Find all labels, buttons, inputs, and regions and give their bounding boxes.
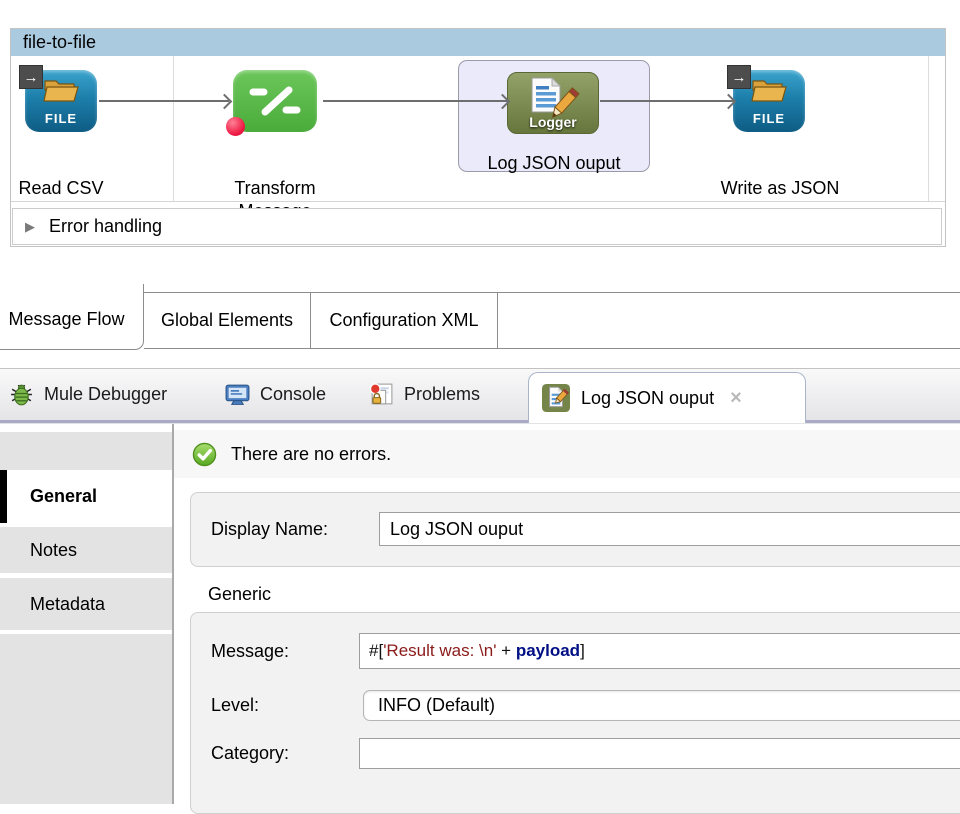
tab-console[interactable]: Console bbox=[224, 369, 326, 420]
logger-tab-icon bbox=[542, 384, 570, 412]
expression-open: #[ bbox=[369, 641, 384, 660]
tab-problems[interactable]: Problems bbox=[368, 369, 480, 420]
sidebar-item-label: Notes bbox=[30, 539, 78, 560]
error-handling-header[interactable]: ▶ Error handling bbox=[12, 208, 942, 245]
tab-label: Message Flow bbox=[8, 309, 125, 329]
read-csv-component[interactable]: → FILE bbox=[19, 65, 97, 132]
expand-triangle-icon: ▶ bbox=[25, 218, 35, 234]
check-icon bbox=[192, 442, 217, 466]
tab-mule-debugger[interactable]: Mule Debugger bbox=[8, 369, 167, 420]
tab-divider bbox=[310, 293, 311, 348]
sidebar-item-label: General bbox=[30, 486, 98, 506]
tab-label: Mule Debugger bbox=[44, 384, 168, 404]
logger-icon: Logger bbox=[507, 72, 599, 134]
tab-label: Global Elements bbox=[160, 310, 294, 330]
close-icon[interactable]: × bbox=[730, 386, 742, 409]
flow-title: file-to-file bbox=[23, 32, 97, 52]
sidebar-item-metadata[interactable]: Metadata bbox=[0, 578, 172, 630]
inbound-source-badge-icon: → bbox=[19, 65, 43, 89]
error-handling-label: Error handling bbox=[49, 216, 163, 236]
tab-divider bbox=[144, 292, 960, 293]
folder-icon bbox=[43, 80, 79, 102]
tab-global-elements[interactable]: Global Elements bbox=[144, 293, 310, 348]
transform-icon bbox=[249, 86, 301, 116]
badge-arrow-icon: → bbox=[731, 68, 747, 86]
breakpoint-dot-icon bbox=[226, 117, 245, 136]
logger-icon-label: Logger bbox=[529, 114, 577, 130]
tab-bar-underline bbox=[0, 420, 960, 423]
badge-arrow-icon: → bbox=[23, 68, 39, 86]
category-input[interactable] bbox=[359, 738, 960, 769]
tab-configuration-xml[interactable]: Configuration XML bbox=[311, 293, 497, 348]
view-tab-bar: Mule Debugger Console Problems bbox=[0, 368, 960, 424]
message-input[interactable]: #['Result was: \n' + payload] bbox=[359, 633, 960, 669]
display-name-value: Log JSON ouput bbox=[390, 518, 524, 539]
flow-title-bar[interactable]: file-to-file bbox=[11, 29, 945, 56]
console-icon bbox=[225, 384, 250, 405]
file-icon-label: FILE bbox=[752, 111, 786, 126]
logger-component-selected[interactable]: Logger Log JSON ouput bbox=[458, 60, 650, 173]
expression-string: 'Result was: \n' bbox=[383, 641, 497, 660]
display-name-groupbox: Display Name: Log JSON ouput bbox=[190, 492, 960, 567]
level-combobox[interactable]: INFO (Default) bbox=[363, 690, 960, 721]
tab-divider bbox=[497, 293, 498, 348]
tab-label: Console bbox=[260, 384, 327, 404]
message-label: Message: bbox=[211, 640, 290, 661]
folder-icon bbox=[751, 80, 787, 102]
level-value: INFO (Default) bbox=[378, 695, 496, 715]
sidebar-divider bbox=[172, 424, 174, 804]
lane-divider bbox=[173, 56, 174, 201]
flow-arrow bbox=[600, 100, 733, 102]
expression-payload: payload bbox=[515, 641, 581, 660]
tab-label: Log JSON ouput bbox=[581, 387, 715, 408]
file-icon-label: FILE bbox=[44, 111, 78, 126]
logger-doc-pencil-icon bbox=[531, 76, 580, 119]
flow-canvas[interactable]: → FILE Read CSV Transform Message bbox=[11, 56, 945, 221]
sidebar-filler bbox=[0, 432, 172, 470]
generic-section-title: Generic bbox=[208, 584, 272, 604]
lane-divider bbox=[928, 56, 929, 201]
bug-icon bbox=[11, 384, 32, 406]
properties-panel: General Notes Metadata There are no erro… bbox=[0, 424, 960, 814]
flow-arrow bbox=[323, 100, 507, 102]
sidebar-item-notes[interactable]: Notes bbox=[0, 527, 172, 573]
category-label: Category: bbox=[211, 743, 290, 763]
transform-message-component[interactable] bbox=[226, 70, 317, 136]
sidebar-filler bbox=[0, 634, 172, 804]
component-label-write-json: Write as JSON bbox=[720, 178, 840, 198]
sidebar-item-general[interactable]: General bbox=[0, 470, 172, 523]
problems-icon bbox=[369, 383, 393, 405]
flow-container: file-to-file → FILE Read CSV Transfo bbox=[10, 28, 946, 247]
sidebar-item-label: Metadata bbox=[30, 593, 106, 614]
validation-status-row: There are no errors. bbox=[174, 430, 960, 478]
tab-message-flow[interactable]: Message Flow bbox=[0, 284, 144, 350]
expression-operator: + bbox=[496, 641, 516, 660]
status-text: There are no errors. bbox=[231, 443, 392, 464]
component-label-logger: Log JSON ouput bbox=[487, 153, 621, 173]
tab-divider bbox=[144, 348, 960, 349]
outbound-badge-icon: → bbox=[727, 65, 751, 89]
tab-label: Configuration XML bbox=[329, 310, 479, 330]
component-label-read-csv: Read CSV bbox=[18, 178, 104, 198]
level-label: Level: bbox=[211, 695, 260, 715]
tab-label: Problems bbox=[404, 384, 481, 404]
flow-arrow bbox=[99, 100, 229, 102]
display-name-input[interactable]: Log JSON ouput bbox=[379, 512, 960, 546]
tab-log-json-ouput[interactable]: Log JSON ouput × bbox=[528, 372, 806, 423]
expression-close: ] bbox=[580, 641, 585, 660]
write-as-json-component[interactable]: → FILE bbox=[727, 65, 805, 132]
generic-groupbox: Message: #['Result was: \n' + payload] L… bbox=[190, 612, 960, 814]
display-name-label: Display Name: bbox=[211, 519, 329, 539]
editor-tab-bar: Message Flow Global Elements Configurati… bbox=[0, 284, 960, 352]
